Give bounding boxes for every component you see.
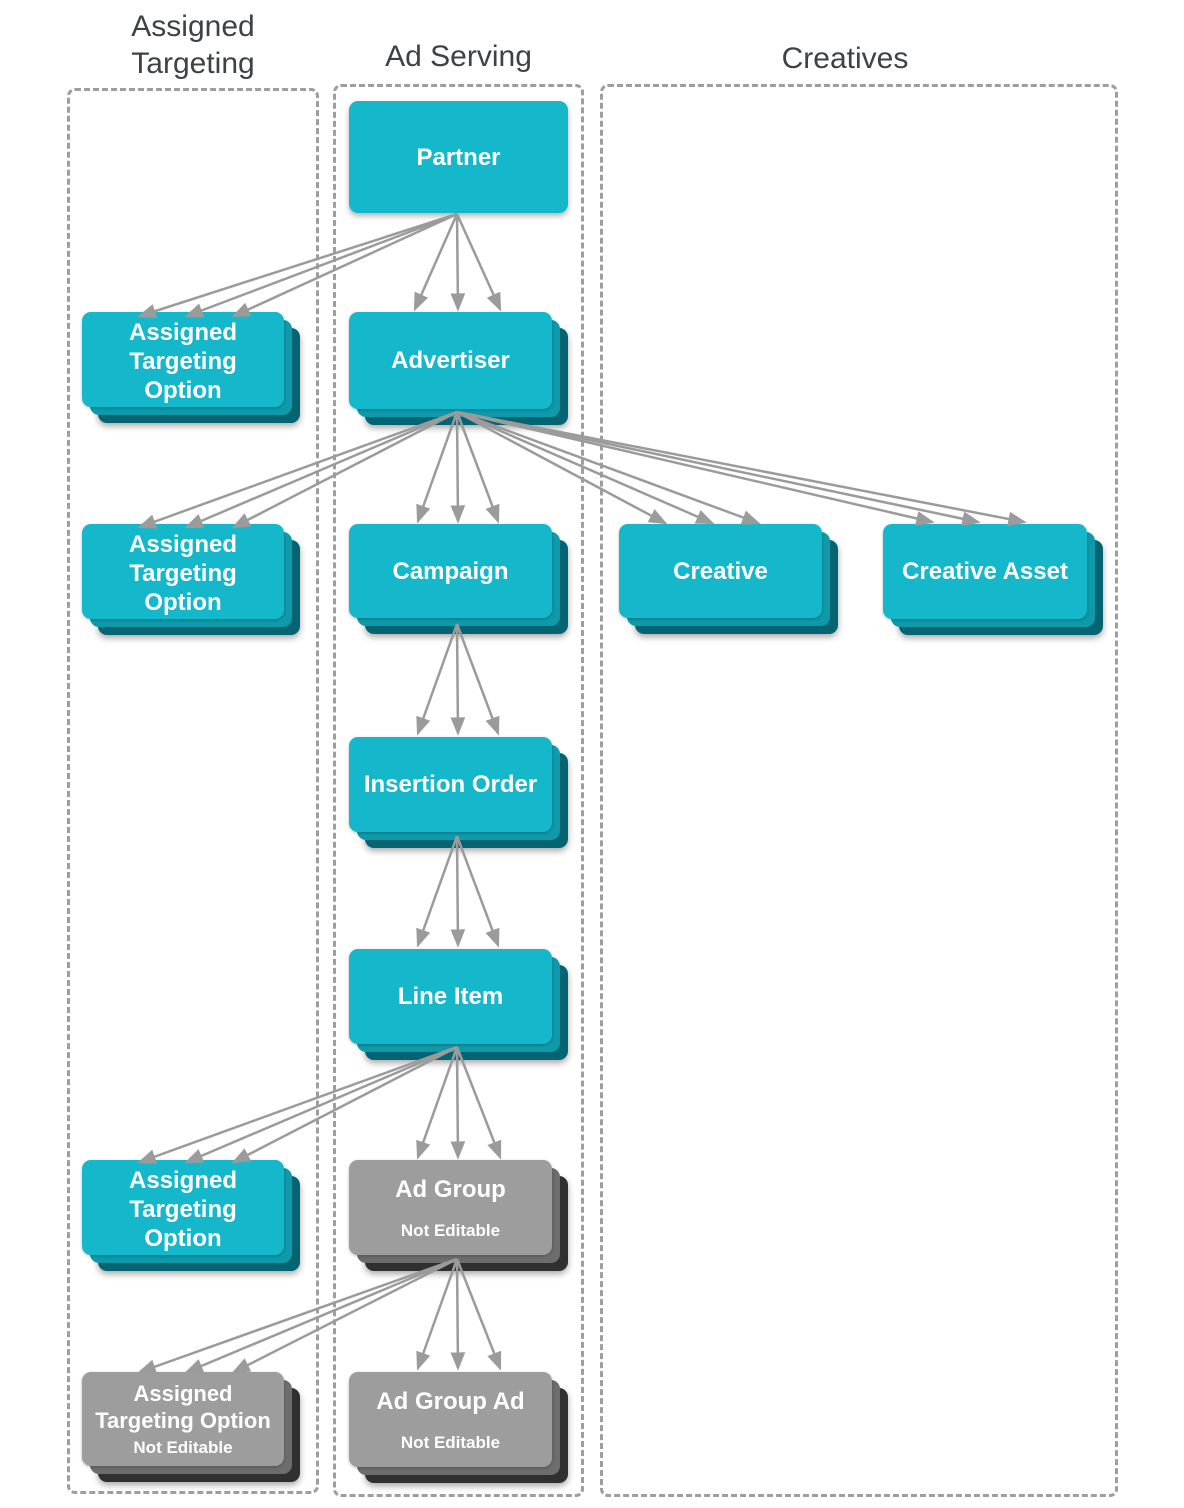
node-face: Assigned Targeting Option: [82, 1160, 284, 1255]
node-face: Assigned Targeting Option: [82, 524, 284, 619]
node-label: Creative: [673, 557, 768, 585]
node-partner-label: Partner: [416, 143, 501, 171]
node-assigned-targeting-option-1: Assigned Targeting Option: [82, 312, 300, 423]
node-status-not-editable: Not Editable: [400, 1220, 501, 1240]
node-label: Line Item: [397, 983, 504, 1010]
node-face: Insertion Order: [349, 737, 552, 832]
node-face: Ad Group Not Editable: [349, 1160, 552, 1255]
node-partner: Partner: [349, 101, 568, 213]
node-label: Assigned Targeting Option: [128, 531, 238, 616]
node-face: Creative Asset: [883, 524, 1087, 619]
node-label: Ad Group: [395, 1175, 506, 1203]
column-header-ad-serving: Ad Serving: [385, 40, 532, 73]
node-assigned-targeting-option-2: Assigned Targeting Option: [82, 524, 300, 635]
node-face: Assigned Targeting Option Not Editable: [82, 1372, 284, 1466]
column-header-assigned-targeting: Assigned Targeting: [131, 10, 255, 80]
node-creative-asset: Creative Asset: [883, 524, 1103, 635]
column-frame-assigned-targeting: [67, 88, 319, 1494]
node-campaign: Campaign: [349, 524, 568, 634]
node-partner-face: Partner: [349, 101, 568, 213]
node-face: Creative: [619, 524, 822, 618]
node-face: Campaign: [349, 524, 552, 618]
node-label: Creative Asset: [902, 558, 1068, 585]
column-header-creatives: Creatives: [781, 42, 909, 75]
node-advertiser: Advertiser: [349, 312, 568, 425]
column-frame-creatives: [600, 84, 1118, 1497]
column-frame-ad-serving: [333, 84, 584, 1497]
node-label: Ad Group Ad: [376, 1387, 525, 1415]
node-label: Insertion Order: [363, 771, 538, 798]
node-creative: Creative: [619, 524, 838, 634]
node-label: Advertiser: [391, 347, 510, 374]
node-assigned-targeting-option-4: Assigned Targeting Option Not Editable: [82, 1372, 300, 1482]
node-insertion-order: Insertion Order: [349, 737, 568, 848]
node-label: Assigned Targeting Option: [95, 1381, 271, 1433]
node-label: Assigned Targeting Option: [128, 319, 238, 404]
node-face: Line Item: [349, 949, 552, 1044]
node-label: Assigned Targeting Option: [128, 1167, 238, 1252]
node-status-not-editable: Not Editable: [400, 1432, 501, 1452]
node-ad-group-ad: Ad Group Ad Not Editable: [349, 1372, 568, 1483]
node-assigned-targeting-option-3: Assigned Targeting Option: [82, 1160, 300, 1271]
node-ad-group: Ad Group Not Editable: [349, 1160, 568, 1271]
node-face: Ad Group Ad Not Editable: [349, 1372, 552, 1467]
node-face: Advertiser: [349, 312, 552, 409]
node-status-not-editable: Not Editable: [133, 1438, 233, 1457]
node-label: Campaign: [392, 557, 509, 585]
node-face: Assigned Targeting Option: [82, 312, 284, 407]
node-line-item: Line Item: [349, 949, 568, 1060]
